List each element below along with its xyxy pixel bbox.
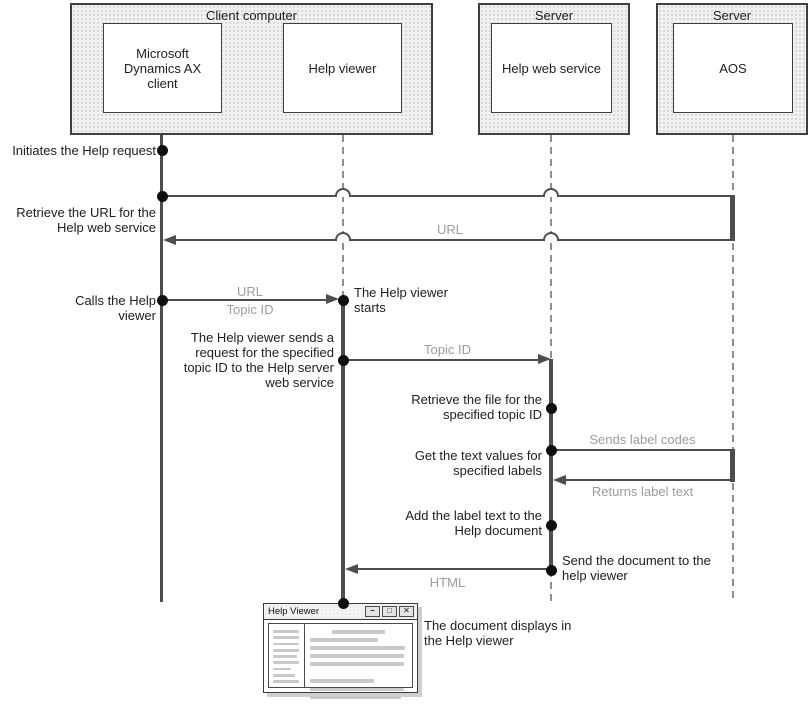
maximize-icon: □ bbox=[382, 606, 397, 617]
server-web-group-title: Server bbox=[534, 8, 574, 23]
dynamics-ax-client-label: Microsoft Dynamics AX client bbox=[123, 45, 202, 91]
message-line-url-return bbox=[559, 239, 734, 241]
lifeline-dynamics-client bbox=[160, 135, 163, 602]
document-line bbox=[310, 687, 405, 692]
client-computer-group-title: Client computer bbox=[205, 8, 298, 23]
help-viewer-node: Help viewer bbox=[283, 23, 402, 113]
message-line-html bbox=[358, 568, 551, 570]
step-viewer-starts: The Help viewer starts bbox=[354, 285, 448, 315]
dynamics-ax-client-node: Microsoft Dynamics AX client bbox=[103, 23, 222, 113]
message-line-returns-label-text bbox=[566, 479, 734, 481]
help-web-service-label: Help web service bbox=[502, 60, 601, 76]
toc-skeleton bbox=[269, 624, 305, 687]
aos-node: AOS bbox=[673, 23, 793, 113]
arrowhead-html bbox=[345, 564, 358, 574]
lifeline-aos bbox=[732, 135, 734, 602]
event-dot-send-document bbox=[546, 565, 557, 576]
lifeline-help-web-service-active bbox=[549, 359, 553, 570]
toc-line bbox=[273, 630, 299, 633]
document-line bbox=[310, 638, 378, 642]
event-dot-viewer-starts bbox=[338, 295, 349, 306]
help-viewer-window-titlebar: Help Viewer – □ ✕ bbox=[264, 604, 417, 620]
message-label-sends-label-codes: Sends label codes bbox=[589, 432, 696, 447]
message-line-topic-id bbox=[345, 359, 538, 361]
arrowhead-call-viewer bbox=[326, 294, 339, 304]
close-icon: ✕ bbox=[399, 606, 414, 617]
document-line bbox=[310, 654, 405, 658]
event-dot-get-text bbox=[546, 445, 557, 456]
message-label-url-return: URL bbox=[436, 222, 463, 237]
step-get-text: Get the text values for specified labels bbox=[414, 448, 542, 478]
step-calls-viewer: Calls the Help viewer bbox=[75, 293, 156, 323]
message-line-call-viewer bbox=[167, 299, 331, 301]
step-viewer-sends: The Help viewer sends a request for the … bbox=[183, 330, 334, 390]
document-skeleton bbox=[305, 624, 412, 700]
message-line-retrieve-url bbox=[162, 195, 335, 197]
step-initiates: Initiates the Help request bbox=[12, 143, 156, 158]
event-dot-add-label bbox=[546, 520, 557, 531]
message-label-returns-label-text: Returns label text bbox=[591, 484, 694, 499]
help-viewer-label: Help viewer bbox=[308, 60, 377, 76]
toc-line bbox=[273, 661, 299, 665]
arrowhead-url-return bbox=[163, 235, 176, 245]
window-controls: – □ ✕ bbox=[365, 606, 417, 617]
event-dot-initiates bbox=[157, 145, 168, 156]
event-dot-viewer-sends bbox=[338, 355, 349, 366]
aos-turnaround-bar bbox=[730, 449, 735, 482]
arrowhead-returns-label-text bbox=[553, 475, 566, 485]
server-aos-group-title: Server bbox=[712, 8, 752, 23]
step-retrieve-url: Retrieve the URL for the Help web servic… bbox=[16, 205, 156, 235]
toc-line bbox=[273, 680, 299, 683]
toc-line bbox=[273, 648, 299, 652]
lifeline-help-viewer-dashed bbox=[342, 135, 344, 299]
event-dot-retrieve-url bbox=[157, 191, 168, 202]
message-label-call-topic-id: Topic ID bbox=[226, 302, 274, 317]
help-viewer-window: Help Viewer – □ ✕ bbox=[263, 603, 418, 700]
lifeline-help-web-service-dashed-top bbox=[550, 135, 552, 359]
toc-line bbox=[273, 667, 291, 671]
line-hop bbox=[543, 188, 559, 197]
document-line bbox=[310, 695, 402, 700]
message-label-html: HTML bbox=[429, 575, 466, 590]
message-line-sends-label-codes bbox=[553, 449, 734, 451]
aos-label: AOS bbox=[719, 60, 747, 76]
message-line-url-return bbox=[176, 239, 335, 241]
message-label-call-url: URL bbox=[236, 284, 263, 299]
line-hop bbox=[543, 232, 559, 241]
help-web-service-node: Help web service bbox=[491, 23, 612, 113]
lifeline-help-web-service-dashed-bottom bbox=[550, 570, 552, 602]
step-retrieve-file: Retrieve the file for the specified topi… bbox=[411, 392, 542, 422]
minimize-icon: – bbox=[365, 606, 380, 617]
step-document-displays: The document displays in the Help viewer bbox=[424, 618, 572, 648]
message-label-topic-id: Topic ID bbox=[424, 342, 471, 357]
event-dot-document-displays bbox=[338, 598, 349, 609]
document-line bbox=[310, 662, 405, 666]
document-line bbox=[332, 630, 385, 634]
line-hop bbox=[335, 232, 351, 241]
event-dot-calls-viewer bbox=[157, 295, 168, 306]
toc-line bbox=[273, 673, 295, 677]
toc-line bbox=[273, 636, 299, 639]
step-send-document: Send the document to the help viewer bbox=[562, 553, 711, 583]
toc-line bbox=[273, 642, 299, 646]
message-line-retrieve-url bbox=[559, 195, 734, 197]
step-add-label: Add the label text to the Help document bbox=[405, 508, 542, 538]
message-line-retrieve-url bbox=[351, 195, 543, 197]
event-dot-retrieve-file bbox=[546, 403, 557, 414]
toc-line bbox=[273, 655, 297, 658]
arrowhead-topic-id bbox=[538, 354, 551, 364]
lifeline-help-viewer-active bbox=[341, 299, 345, 603]
document-line bbox=[310, 679, 375, 683]
message-line-url-return bbox=[351, 239, 543, 241]
aos-turnaround-bar bbox=[730, 195, 735, 241]
line-hop bbox=[335, 188, 351, 197]
document-line bbox=[310, 646, 406, 650]
help-viewer-window-content bbox=[268, 623, 413, 700]
document-gap bbox=[310, 670, 407, 679]
help-viewer-window-title: Help Viewer bbox=[268, 605, 320, 617]
